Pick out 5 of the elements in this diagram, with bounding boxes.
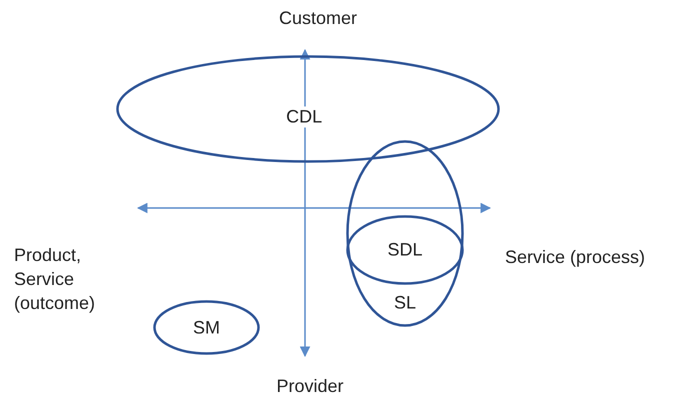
node-label: CDL	[284, 106, 324, 128]
axis-label: Provider	[275, 375, 345, 398]
axis-label: Customer	[278, 7, 358, 30]
axis-label: Product, Service (outcome)	[14, 244, 96, 315]
axis-label: Service (process)	[505, 246, 646, 269]
